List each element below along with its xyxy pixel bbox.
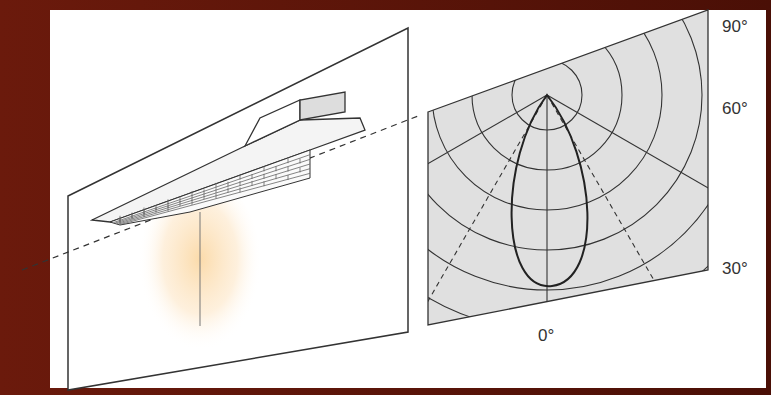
angle-label: 60° (722, 100, 748, 117)
polar-grid (201, 0, 771, 395)
section-line (22, 116, 418, 270)
angle-label: 90° (722, 18, 748, 35)
intensity-curve (512, 95, 588, 286)
angle-label: 30° (722, 260, 748, 277)
wall (68, 28, 408, 390)
angle-label: 0° (538, 327, 554, 344)
polar-panel (428, 10, 708, 325)
beam-axis (200, 212, 201, 326)
wall-washer-fixture (92, 92, 365, 225)
